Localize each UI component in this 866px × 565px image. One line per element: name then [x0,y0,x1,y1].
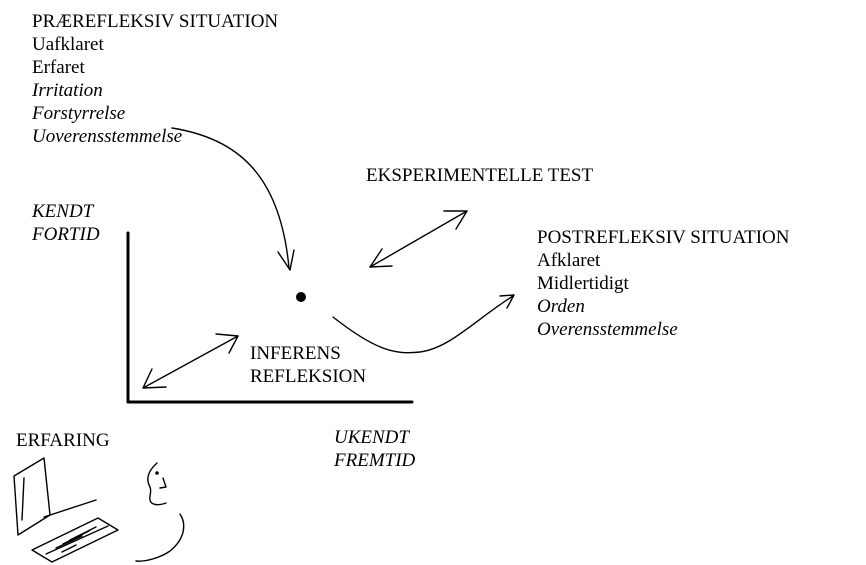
reflection-text: REFLEKSION [250,366,367,387]
postreflexive-title: POSTREFLEKSIV SITUATION [537,227,790,248]
experimental-test-double-arrow [369,210,468,268]
unknown-future-label: UKENDT FREMTID [334,426,415,472]
arrow-to-postreflexive [332,295,514,354]
postreflexive-line-1: Afklaret [537,250,601,271]
prereflexive-title: PRÆREFLEKSIV SITUATION [32,11,279,32]
prereflexive-italic-3: Uoverensstemmelse [32,126,183,147]
prereflexive-block: PRÆREFLEKSIV SITUATION Uafklaret Erfaret… [32,10,278,148]
inference-double-arrow [142,335,239,389]
prereflexive-italic-1: Irritation [32,80,103,101]
arrow-into-point-head [277,249,295,271]
face-eye [155,471,159,475]
known-past-label: KENDT FORTID [32,200,100,246]
future-label: FREMTID [334,450,416,471]
postreflexive-line-2: Midlertidigt [537,273,629,294]
prereflexive-italic-2: Forstyrrelse [32,103,126,124]
postreflexive-italic-1: Orden [537,296,585,317]
arrow-into-point [171,127,290,269]
experience-label: ERFARING [16,430,110,451]
inference-label: INFERENS REFLEKSION [250,342,366,388]
inference-text: INFERENS [250,343,341,364]
past-label: FORTID [32,224,100,245]
known-label: KENDT [32,201,94,222]
postreflexive-block: POSTREFLEKSIV SITUATION Afklaret Midlert… [537,226,789,341]
prereflexive-line-2: Erfaret [32,57,85,78]
experimental-test-label: EKSPERIMENTELLE TEST [366,165,594,186]
postreflexive-italic-2: Overensstemmelse [537,319,678,340]
computer-icon [13,457,119,563]
face-profile-icon [135,462,185,562]
unknown-label: UKENDT [334,427,409,448]
prereflexive-line-1: Uafklaret [32,34,104,55]
focus-point [296,292,306,302]
arrow-to-postreflexive-head [499,294,515,309]
